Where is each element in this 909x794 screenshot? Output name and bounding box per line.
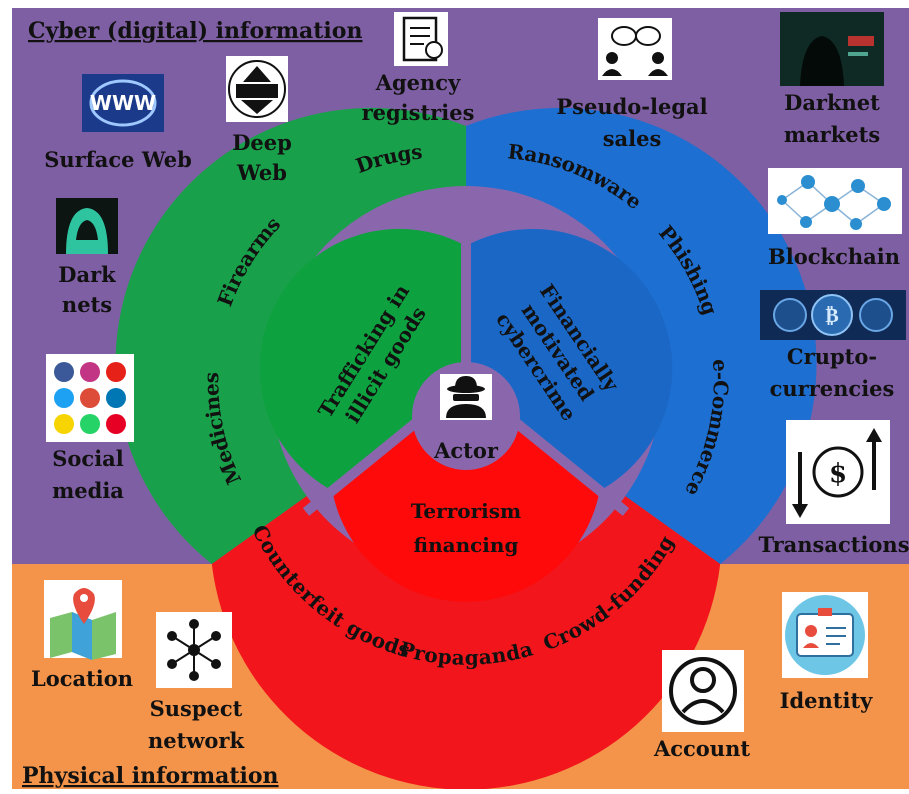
label-location: Location [31, 666, 133, 691]
label-identity: Identity [780, 688, 874, 713]
svg-text:WWW: WWW [90, 91, 156, 115]
label-dark-nets-1: Dark [58, 262, 116, 287]
hooded-figure-icon [56, 198, 118, 254]
label-darknet-1: Darknet [784, 90, 880, 115]
network-nodes-icon [156, 612, 232, 688]
label-suspect-1: Suspect [150, 696, 243, 721]
label-crypto-1: Crupto- [787, 344, 877, 369]
label-agency-1: Agency [375, 70, 461, 95]
id-card-icon [782, 592, 868, 678]
label-dark-nets-2: nets [62, 292, 112, 317]
label-pseudo-legal-2: sales [603, 126, 662, 151]
actor-label: Actor [433, 438, 499, 463]
physical-region-title: Physical information [22, 763, 279, 789]
www-globe-icon: WWW [82, 74, 164, 132]
label-pseudo-legal-1: Pseudo-legal [556, 94, 707, 119]
darknet-hacker-icon [780, 12, 884, 86]
label-blockchain: Blockchain [768, 244, 900, 269]
label-transactions: Transactions [758, 532, 909, 557]
label-surface-web: Surface Web [44, 147, 192, 172]
user-account-icon [662, 650, 744, 732]
dollar-exchange-arrows-icon: $ [786, 420, 890, 524]
label-social-2: media [52, 478, 124, 503]
cyber-region-title: Cyber (digital) information [28, 18, 362, 44]
inner-sector-green [259, 228, 466, 491]
deep-web-iceberg-icon [226, 56, 288, 122]
pseudo-legal-sales-icon [598, 18, 672, 80]
label-social-1: Social [52, 446, 124, 471]
label-deep-web-1: Deep [232, 130, 292, 155]
inner-label-terrorism-2: financing [414, 533, 519, 557]
label-account: Account [653, 736, 750, 761]
social-media-apps-icon [46, 354, 134, 442]
label-agency-2: registries [362, 100, 475, 125]
label-darknet-2: markets [784, 122, 880, 147]
label-deep-web-2: Web [236, 160, 287, 185]
svg-text:₿: ₿ [825, 303, 838, 327]
label-suspect-2: network [148, 728, 244, 753]
svg-text:$: $ [829, 459, 847, 489]
inner-label-terrorism-1: Terrorism [411, 499, 521, 523]
map-pin-icon [44, 580, 122, 660]
spy-icon [440, 374, 492, 420]
document-registry-icon [394, 12, 448, 66]
cryptocurrency-coins-icon: ₿ [760, 290, 906, 340]
label-crypto-2: currencies [770, 376, 895, 401]
blockchain-network-icon [768, 168, 902, 234]
inner-sector-blue [466, 228, 673, 491]
